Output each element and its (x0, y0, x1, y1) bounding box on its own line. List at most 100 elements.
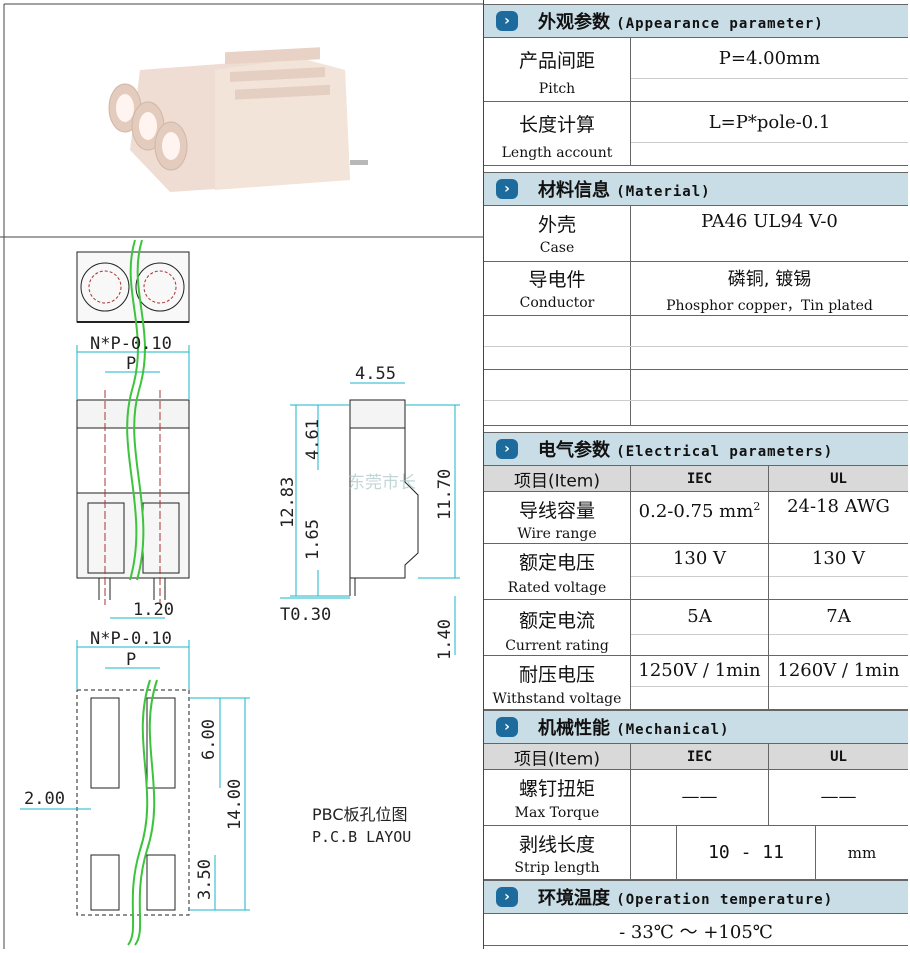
conductor-row: 导电件 Conductor 磷铜, 镀锡 Phosphor copper，Tin… (484, 262, 908, 316)
temperature-range: - 33℃ ～ +105℃ (619, 922, 773, 943)
wire-range-iec: 0.2-0.75 mm (638, 501, 754, 522)
strip-label-cn: 剥线长度 (518, 834, 595, 856)
rated-voltage-row: 额定电压 Rated voltage 130 V 130 V (484, 544, 908, 600)
case-row: 外壳 Case PA46 UL94 V-0 (484, 206, 908, 262)
rated-voltage-label-cn: 额定电压 (518, 552, 595, 574)
withstand-voltage-row: 耐压电压 Withstand voltage 1250V / 1min 1260… (484, 656, 908, 710)
wire-illustration (126, 239, 158, 946)
appearance-header: › 外观参数 (Appearance parameter) (484, 4, 908, 38)
pitch-row: 产品间距 Pitch P=4.00mm (484, 38, 908, 102)
withstand-label-en: Withstand voltage (492, 691, 622, 707)
electrical-ul-head: UL (830, 470, 847, 487)
drawing-panel: N*P-0.10 P 1.20 N*P-0.10 P 2.00 6.00 14.… (0, 3, 483, 949)
spec-table: › 外观参数 (Appearance parameter) 产品间距 Pitch… (348, 0, 910, 949)
conductor-value-en: Phosphor copper，Tin plated (666, 298, 873, 314)
dim-p-top: P (126, 354, 136, 374)
strip-unit: mm (847, 844, 877, 862)
conductor-value-cn: 磷铜, 镀锡 (727, 269, 812, 290)
appearance-title-en: (Appearance parameter) (616, 16, 824, 32)
chevron-right-icon: › (496, 439, 518, 459)
chevron-right-icon: › (496, 717, 518, 737)
rated-voltage-ul: 130 V (811, 548, 866, 569)
mechanical-iec-head: IEC (686, 748, 713, 765)
dimension-lines (20, 345, 460, 911)
dim-np-bottom: N*P-0.10 (90, 629, 172, 649)
dim-12-83: 12.83 (278, 477, 298, 528)
rated-voltage-label-en: Rated voltage (507, 580, 607, 596)
chevron-right-icon: › (496, 887, 518, 907)
electrical-iec-head: IEC (686, 470, 713, 487)
length-value: L=P*pole-0.1 (708, 112, 831, 133)
environment-header: › 环境温度 (Operation temperature) (484, 880, 908, 914)
pitch-value: P=4.00mm (718, 48, 821, 69)
electrical-title-en: (Electrical parameters) (616, 444, 834, 460)
mechanical-item-head: 项目(Item) (514, 749, 600, 769)
electrical-header: › 电气参数 (Electrical parameters) (484, 432, 908, 466)
dim-14-00: 14.00 (225, 779, 245, 830)
case-value: PA46 UL94 V-0 (701, 211, 838, 232)
temperature-row: - 33℃ ～ +105℃ (484, 914, 908, 946)
dim-1-40: 1.40 (435, 619, 455, 660)
dim-4-55: 4.55 (355, 364, 396, 384)
conductor-label-en: Conductor (519, 295, 595, 311)
withstand-iec: 1250V / 1min (638, 660, 761, 681)
wire-range-ul: 24-18 AWG (787, 496, 890, 517)
pitch-label-en: Pitch (538, 81, 576, 97)
material-header: › 材料信息 (Material) (484, 172, 908, 206)
dim-p-bottom: P (126, 650, 136, 670)
environment-title-en: (Operation temperature) (616, 892, 834, 908)
wire-range-label-en: Wire range (517, 526, 597, 542)
torque-row: 螺钉扭矩 Max Torque —— —— (484, 770, 908, 826)
strip-label-en: Strip length (514, 860, 600, 876)
side-view (349, 399, 419, 596)
wire-range-row: 导线容量 Wire range 0.2-0.75 mm2 24-18 AWG (484, 492, 908, 544)
withstand-label-cn: 耐压电压 (518, 664, 595, 686)
wire-range-label-cn: 导线容量 (518, 500, 595, 522)
case-label-en: Case (539, 240, 575, 256)
mechanical-title-en: (Mechanical) (616, 722, 730, 738)
case-label-cn: 外壳 (537, 214, 576, 236)
front-view (76, 390, 190, 605)
dim-1-65: 1.65 (303, 519, 323, 560)
current-rating-label-cn: 额定电流 (518, 610, 595, 632)
mechanical-title-cn: 机械性能 (538, 718, 610, 739)
dim-np-top: N*P-0.10 (90, 334, 172, 354)
chevron-right-icon: › (496, 11, 518, 31)
current-rating-row: 额定电流 Current rating 5A 7A (484, 600, 908, 656)
dim-3-50: 3.50 (195, 859, 215, 900)
electrical-column-header: 项目(Item) IEC UL 东莞市长 (348, 466, 908, 493)
current-rating-label-en: Current rating (505, 638, 609, 654)
torque-label-cn: 螺钉扭矩 (518, 778, 595, 800)
dim-2-00: 2.00 (24, 789, 65, 809)
conductor-label-cn: 导电件 (528, 269, 586, 291)
top-view (76, 251, 190, 323)
current-rating-ul: 7A (826, 606, 851, 627)
product-photo (108, 47, 368, 192)
blank-row-1 (484, 316, 908, 370)
mechanical-header: › 机械性能 (Mechanical) (484, 710, 908, 744)
dim-11-70: 11.70 (435, 469, 455, 520)
length-label-en: Length account (501, 145, 613, 161)
dim-1-20: 1.20 (133, 600, 174, 620)
torque-label-en: Max Torque (514, 805, 600, 821)
blank-row-2 (484, 370, 908, 426)
strip-length-row: 剥线长度 Strip length 10 - 11 mm (484, 826, 908, 880)
material-title-cn: 材料信息 (538, 180, 610, 201)
pcb-caption-cn: PBC板孔位图 (312, 805, 408, 824)
wire-range-iec-sup: 2 (753, 500, 761, 513)
length-row: 长度计算 Length account L=P*pole-0.1 (484, 102, 908, 166)
electrical-title-cn: 电气参数 (538, 440, 610, 461)
mechanical-ul-head: UL (830, 748, 847, 765)
torque-iec: —— (681, 786, 718, 807)
dim-4-61: 4.61 (303, 419, 323, 460)
appearance-title-cn: 外观参数 (538, 12, 610, 33)
technical-drawing: N*P-0.10 P 1.20 N*P-0.10 P 2.00 6.00 14.… (0, 3, 483, 949)
withstand-ul: 1260V / 1min (777, 660, 900, 681)
dim-t0-30: T0.30 (280, 605, 331, 625)
length-label-cn: 长度计算 (518, 114, 595, 136)
chevron-right-icon: › (496, 179, 518, 199)
current-rating-iec: 5A (687, 606, 712, 627)
dim-6-00: 6.00 (199, 719, 219, 760)
watermark-text: 东莞市长 (348, 473, 416, 493)
